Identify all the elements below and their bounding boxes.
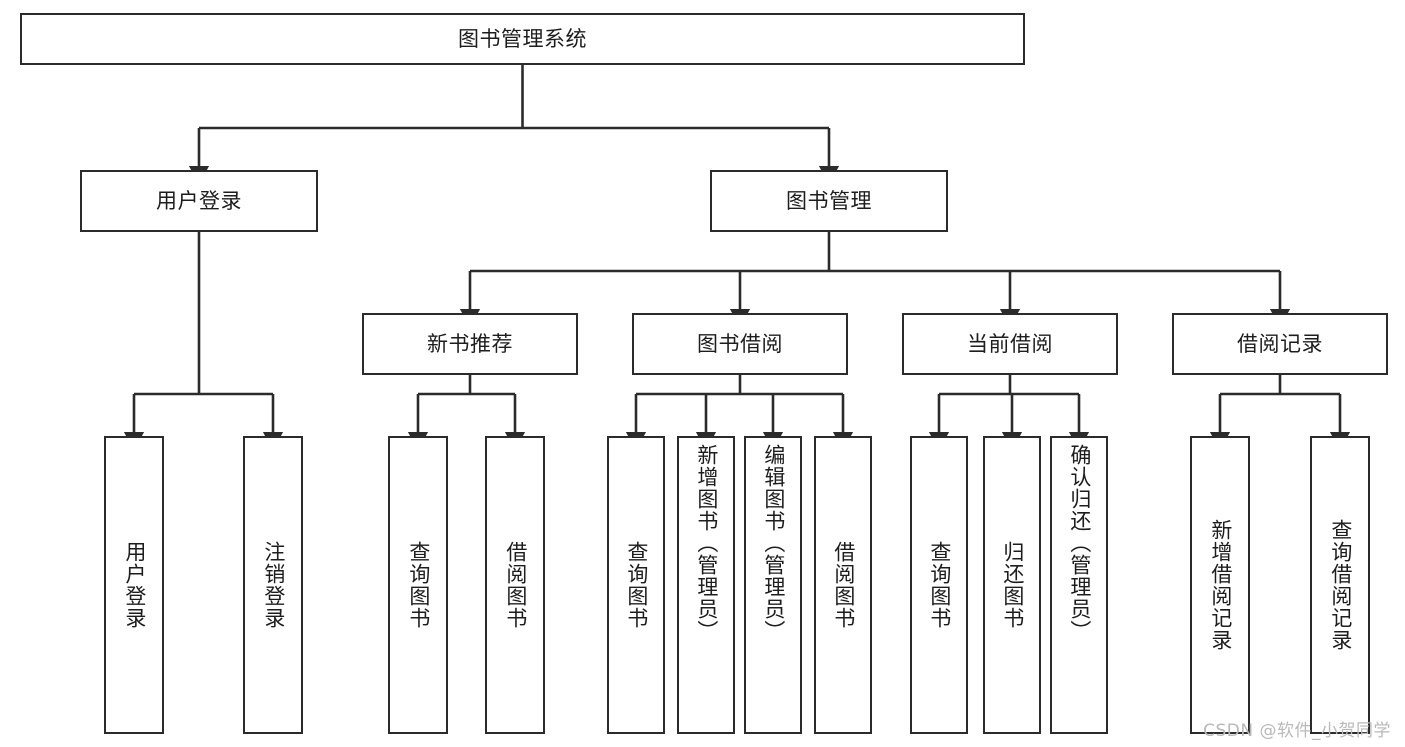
node-label: 图书借阅 xyxy=(697,331,783,356)
node-l-query1[interactable]: 查询图书 xyxy=(388,436,448,734)
node-l-edit[interactable]: 编辑图书（管理员） xyxy=(744,436,802,734)
node-label: 借阅图书 xyxy=(503,541,528,629)
node-root[interactable]: 图书管理系统 xyxy=(20,13,1025,65)
node-bookmgmt[interactable]: 图书管理 xyxy=(710,170,948,232)
node-label: 查询图书 xyxy=(624,541,649,629)
node-l-login[interactable]: 用户登录 xyxy=(104,436,164,734)
csdn-watermark: CSDN @软件_小贺同学 xyxy=(1203,721,1391,741)
node-l-addrec[interactable]: 新增借阅记录 xyxy=(1190,436,1250,734)
node-record[interactable]: 借阅记录 xyxy=(1172,313,1388,375)
node-label: 编辑图书（管理员） xyxy=(761,444,786,642)
node-label: 借阅图书 xyxy=(831,541,856,629)
node-label: 确认归还（管理员） xyxy=(1067,444,1092,642)
node-label: 新增借阅记录 xyxy=(1208,519,1233,651)
node-newbook[interactable]: 新书推荐 xyxy=(362,313,578,375)
node-login[interactable]: 用户登录 xyxy=(80,170,318,232)
node-l-query3[interactable]: 查询图书 xyxy=(910,436,968,734)
node-l-add[interactable]: 新增图书（管理员） xyxy=(677,436,735,734)
node-label: 新增图书（管理员） xyxy=(694,444,719,642)
node-label: 图书管理 xyxy=(786,188,872,213)
node-label: 归还图书 xyxy=(1000,541,1025,629)
node-l-borrow2[interactable]: 借阅图书 xyxy=(814,436,872,734)
node-l-queryrec[interactable]: 查询借阅记录 xyxy=(1310,436,1370,734)
node-label: 当前借阅 xyxy=(967,331,1053,356)
node-l-return[interactable]: 归还图书 xyxy=(983,436,1041,734)
node-label: 借阅记录 xyxy=(1237,331,1323,356)
node-l-borrow1[interactable]: 借阅图书 xyxy=(485,436,545,734)
node-label: 新书推荐 xyxy=(427,331,513,356)
node-current[interactable]: 当前借阅 xyxy=(902,313,1118,375)
node-l-confirm[interactable]: 确认归还（管理员） xyxy=(1050,436,1108,734)
node-label: 用户登录 xyxy=(156,188,242,213)
node-label: 查询图书 xyxy=(927,541,952,629)
node-l-query2[interactable]: 查询图书 xyxy=(607,436,665,734)
node-label: 图书管理系统 xyxy=(458,26,587,51)
node-borrow[interactable]: 图书借阅 xyxy=(632,313,848,375)
node-label: 查询借阅记录 xyxy=(1328,519,1353,651)
node-l-logout[interactable]: 注销登录 xyxy=(243,436,303,734)
node-label: 用户登录 xyxy=(122,541,147,629)
node-label: 查询图书 xyxy=(406,541,431,629)
node-label: 注销登录 xyxy=(261,541,286,629)
